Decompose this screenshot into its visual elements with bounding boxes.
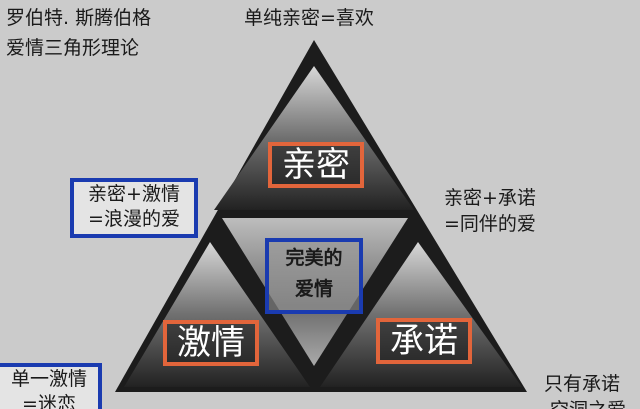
empty-love-line-2: 空洞之爱 [550,398,626,409]
center-line-1: 完美的 [285,247,343,269]
passion-label: 激情 [163,320,259,366]
infatuation-line-1: 单一激情 [10,368,87,390]
empty-love-line-1: 只有承诺 [544,373,621,395]
infatuation-line-2: =迷恋 [22,393,76,409]
companionate-line-1: 亲密+承诺 [444,187,536,209]
consummate-love-box: 完美的 爱情 [265,238,363,314]
commitment-label: 承诺 [376,318,472,364]
romantic-line-2: =浪漫的爱 [88,208,180,230]
romantic-love-box: 亲密+激情 =浪漫的爱 [70,178,198,238]
center-line-2: 爱情 [294,278,333,300]
top-label: 单纯亲密=喜欢 [244,7,374,29]
companionate-line-2: =同伴的爱 [444,213,536,235]
top-triangle [214,66,414,210]
title-line-2: 爱情三角形理论 [6,37,140,59]
romantic-line-1: 亲密+激情 [88,183,180,205]
infatuation-box: 单一激情 =迷恋 [0,363,102,409]
title-line-1: 罗伯特. 斯腾伯格 [6,7,152,29]
intimacy-label: 亲密 [268,142,364,188]
